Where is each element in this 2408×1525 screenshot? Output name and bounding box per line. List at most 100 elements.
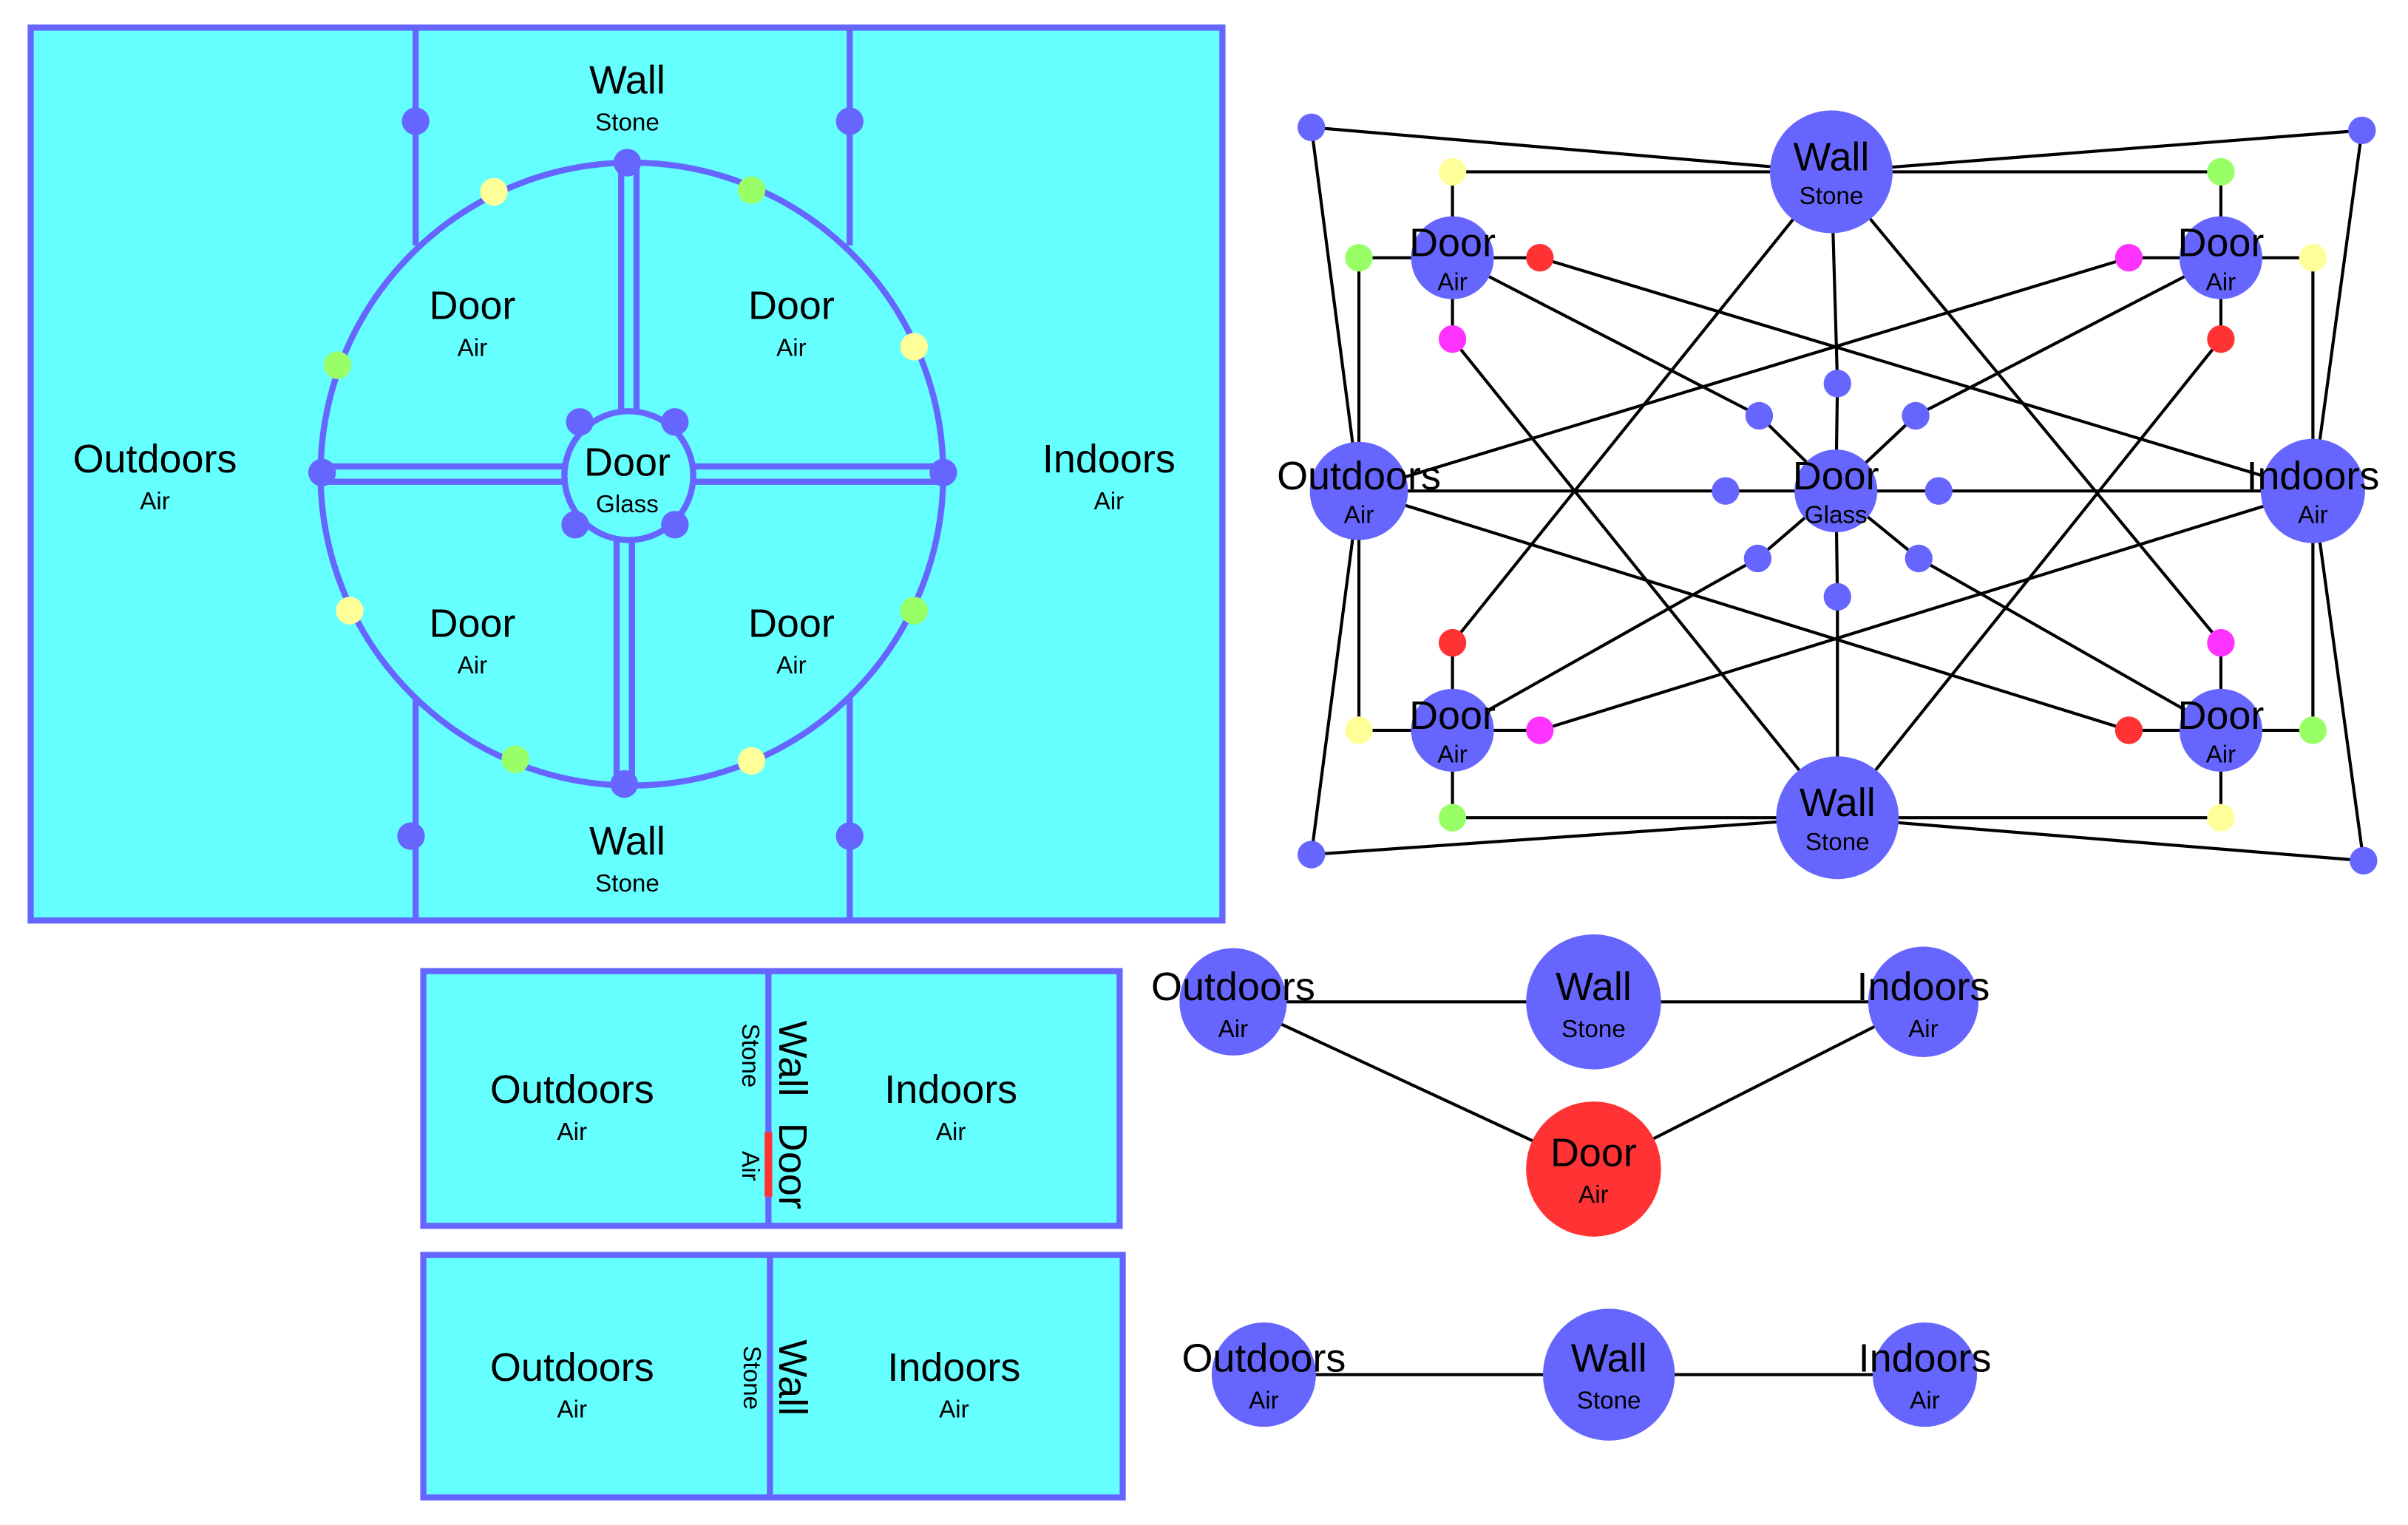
vertex-dot [929, 458, 957, 486]
vertex-dot [661, 408, 689, 436]
graph-node-dUL-material: Air [1437, 268, 1468, 296]
graph-node-out-material: Air [1344, 502, 1374, 529]
dg-wall-material: Stone [1561, 1016, 1626, 1043]
connector-dot [900, 333, 929, 361]
graph-node-dLR-material: Air [2206, 741, 2236, 768]
graph-port-dot [2350, 846, 2378, 875]
graph-node-ind-material: Air [2298, 502, 2328, 529]
sp-wall-name: Wall [770, 1339, 815, 1416]
sg-outdoors-name: Outdoors [1181, 1336, 1346, 1380]
graph-port-dot [2207, 157, 2235, 186]
connector-dot [480, 177, 508, 206]
graph-edge [2311, 130, 2364, 492]
sg-indoors-name: Indoors [1859, 1336, 1992, 1380]
fp-indoors-material: Air [1094, 488, 1125, 515]
graph-edge [2311, 490, 2365, 861]
dp-door-name: Door [770, 1123, 815, 1209]
dg-door-material: Air [1578, 1181, 1609, 1209]
sg-indoors-material: Air [1910, 1387, 1940, 1414]
vertex-dot [308, 458, 336, 486]
fp-door-ul-name: Door [430, 284, 516, 328]
graph-edge [1451, 557, 1759, 732]
vertex-dot [397, 822, 425, 850]
vertex-dot [835, 822, 864, 850]
vertex-dot [561, 511, 589, 539]
simple-graph-node-indoors [1872, 1322, 1978, 1427]
dp-indoors-name: Indoors [884, 1067, 1017, 1112]
connector-dot [501, 745, 529, 774]
dg-indoors-material: Air [1908, 1016, 1939, 1043]
sp-outdoors-material: Air [557, 1396, 588, 1424]
graph-node-ind [2260, 438, 2365, 543]
sp-outdoors-name: Outdoors [490, 1345, 654, 1390]
fp-wall-top-name: Wall [589, 58, 665, 103]
simple-graph-node-outdoors [1211, 1322, 1316, 1427]
sp-indoors-name: Indoors [887, 1345, 1020, 1390]
graph-node-dLL [1411, 688, 1494, 772]
graph-port-dot [1924, 477, 1953, 505]
graph-edge [1837, 816, 2364, 863]
vertex-dot [401, 107, 430, 135]
connector-dot [336, 597, 364, 625]
graph-edge [1358, 489, 2130, 732]
graph-port-dot [2207, 628, 2235, 657]
dg-outdoors-material: Air [1218, 1016, 1249, 1043]
graph-edge [1915, 256, 2222, 418]
sp-wall-material: Stone [738, 1345, 765, 1410]
dg-outdoors-name: Outdoors [1151, 965, 1315, 1009]
graph-port-dot [1298, 840, 1326, 869]
fp-wall-bottom-name: Wall [589, 819, 665, 863]
fp-wall-bottom-material: Stone [595, 870, 659, 897]
fp-door-lr-material: Air [776, 652, 807, 679]
graph-edge [1539, 489, 2313, 732]
graph-port-dot [1905, 544, 1933, 573]
graph-edge [1358, 256, 2130, 493]
graph-node-cen-name: Door [1793, 454, 1879, 498]
graph-port-dot [1526, 716, 1554, 744]
graph-edge [1311, 126, 1832, 174]
graph-node-dUL [1411, 216, 1494, 299]
graph-port-dot [2114, 716, 2143, 744]
graph-port-dot [1745, 401, 1774, 430]
graph-node-wallB-name: Wall [1800, 781, 1876, 825]
graph-port-dot [1902, 401, 1930, 430]
fp-door-ll-material: Air [458, 652, 488, 679]
graph-port-dot [1438, 325, 1467, 353]
graph-node-dUR-material: Air [2206, 268, 2236, 296]
graph-port-dot [1526, 243, 1554, 272]
graph-port-dot [1743, 544, 1772, 573]
graph-node-wallB-material: Stone [1805, 829, 1870, 856]
connector-dot [900, 597, 929, 625]
door-graph-node-wall [1526, 934, 1661, 1070]
graph-port-dot [2348, 116, 2376, 145]
graph-port-dot [1298, 113, 1326, 141]
graph-node-out [1309, 441, 1408, 540]
connector-dot [737, 747, 766, 775]
graph-port-dot [2114, 243, 2143, 272]
fp-outdoors-material: Air [140, 488, 170, 515]
fp-wall-top-material: Stone [595, 109, 659, 136]
graph-node-wallT-name: Wall [1794, 135, 1870, 179]
graph-edge [1311, 816, 1838, 857]
graph-node-wallT [1769, 110, 1893, 234]
fp-indoors-name: Indoors [1042, 437, 1176, 481]
graph-node-cen-material: Glass [1805, 502, 1868, 529]
sg-outdoors-material: Air [1249, 1387, 1279, 1414]
graph-node-wallT-material: Stone [1800, 183, 1864, 210]
